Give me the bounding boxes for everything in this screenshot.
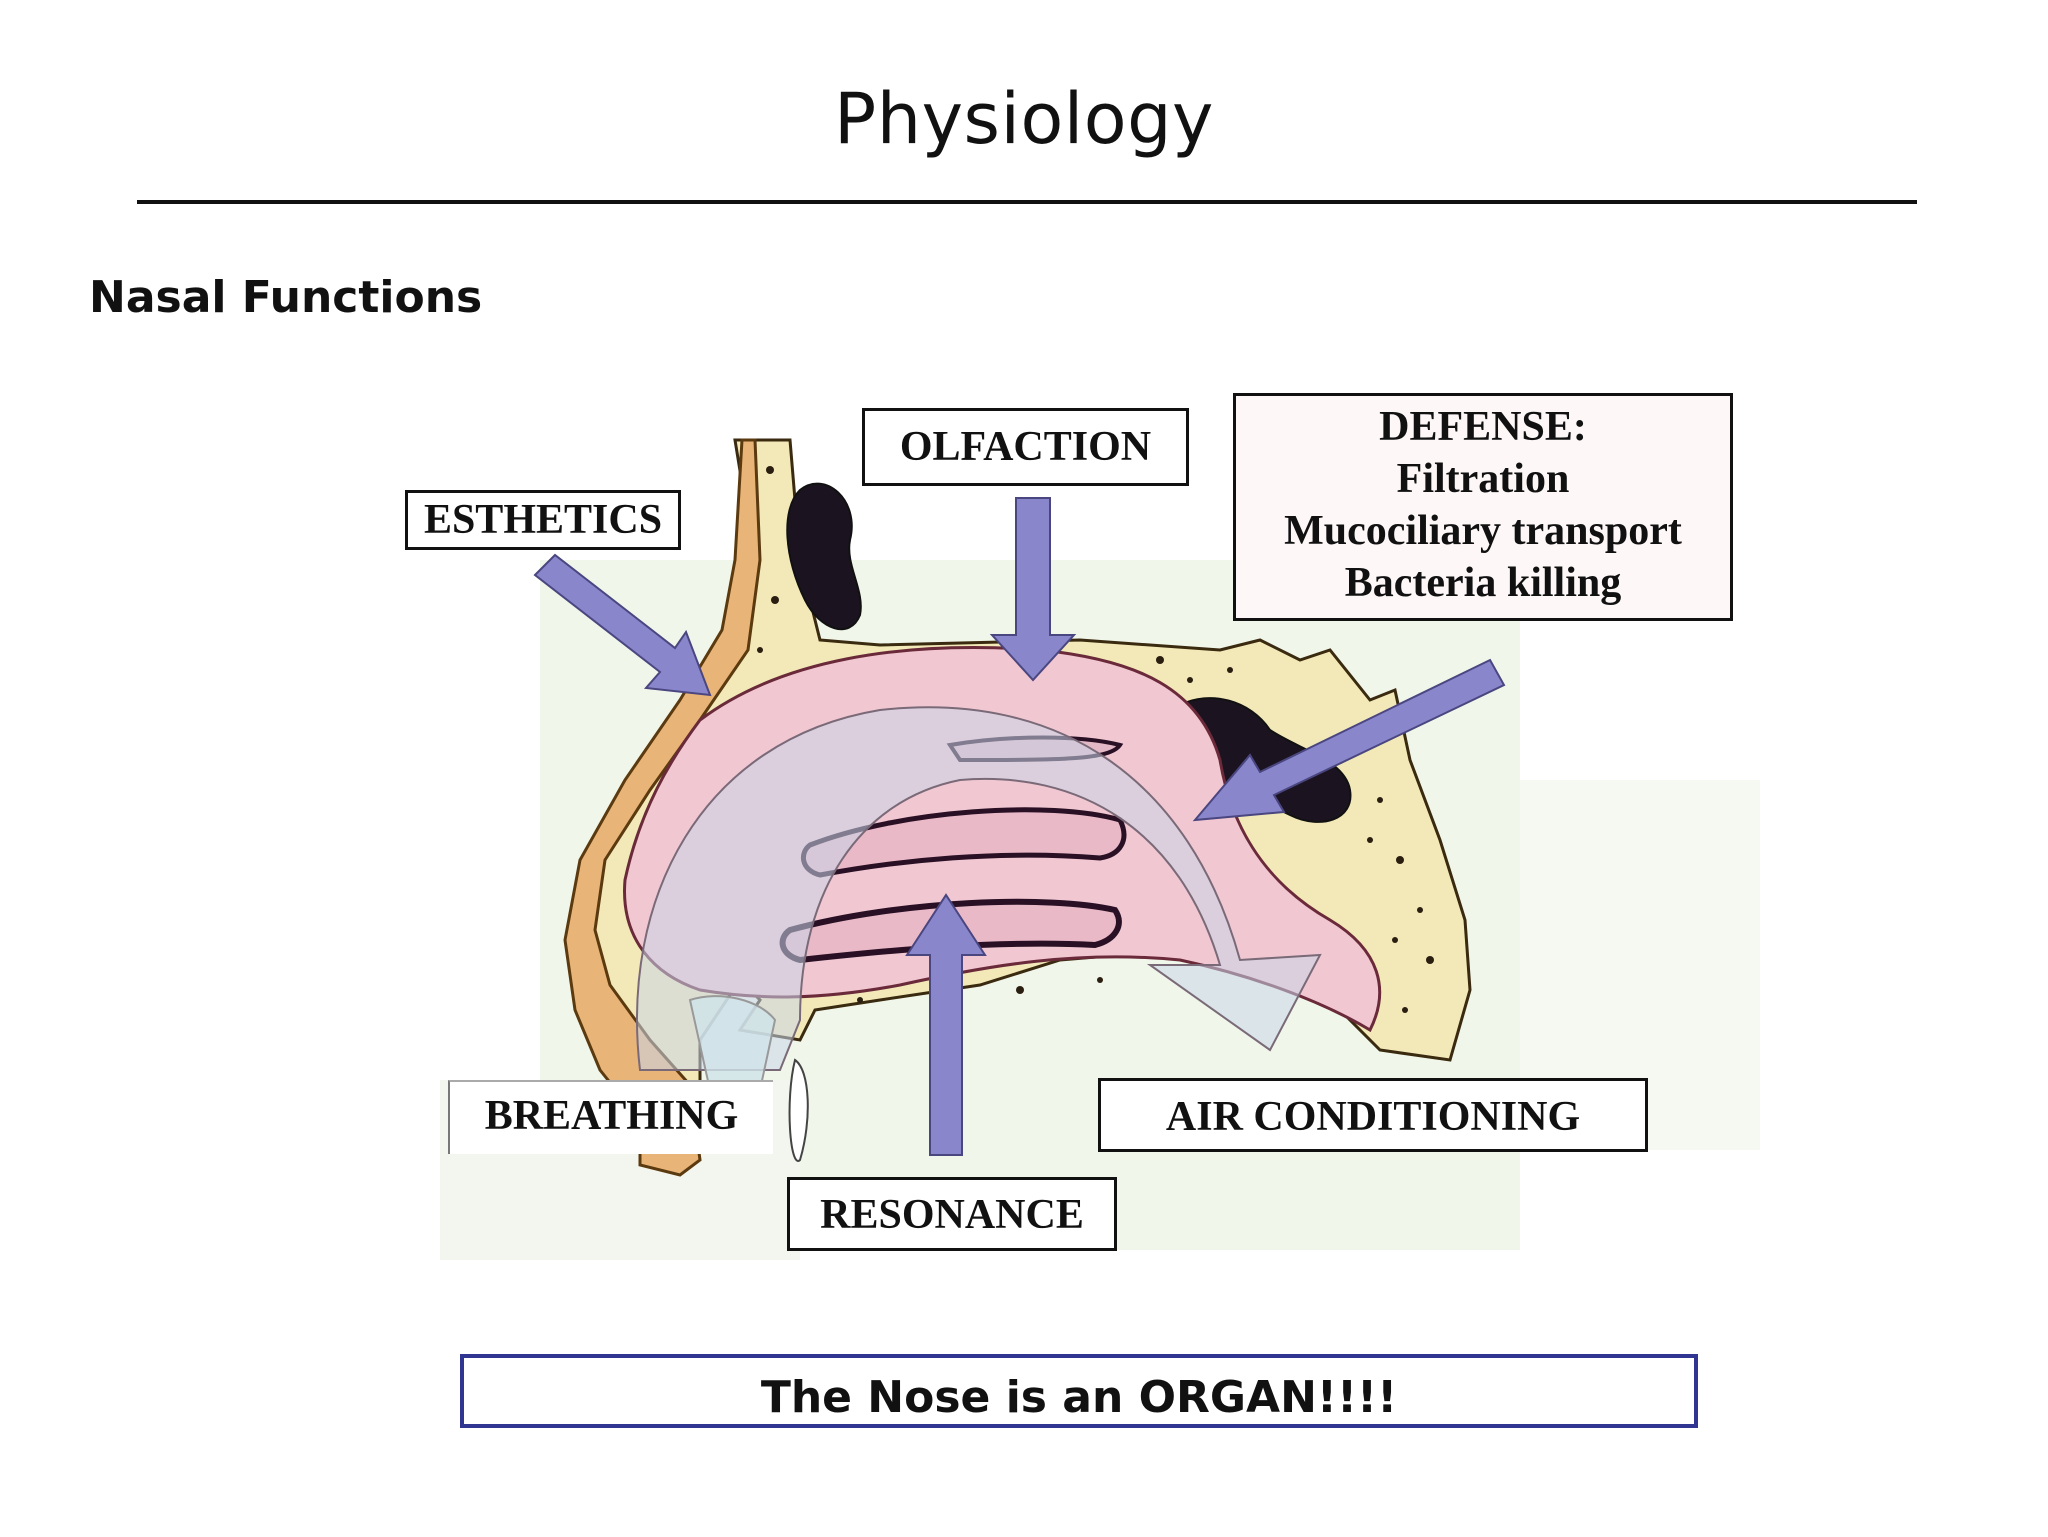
frontal-sinus xyxy=(786,482,862,631)
label-defense: DEFENSE: Filtration Mucociliary transpor… xyxy=(1233,393,1733,621)
upper-lip-hair xyxy=(788,1058,809,1162)
defense-heading: DEFENSE: xyxy=(1379,404,1587,450)
label-olfaction: OLFACTION xyxy=(862,408,1189,486)
title-divider xyxy=(137,200,1917,204)
esthetics-arrow xyxy=(533,553,712,697)
function-arrows xyxy=(533,497,1506,1156)
resonance-arrow xyxy=(905,893,987,1156)
nostril xyxy=(688,995,777,1091)
section-heading: Nasal Functions xyxy=(89,272,483,323)
label-esthetics: ESTHETICS xyxy=(405,490,681,550)
label-breathing: BREATHING xyxy=(448,1080,773,1154)
slide-title: Physiology xyxy=(834,78,1214,160)
airflow-arc xyxy=(636,706,1322,1071)
defense-item-filtration: Filtration xyxy=(1396,456,1570,502)
olfaction-arrow xyxy=(989,497,1077,682)
label-air-conditioning: AIR CONDITIONING xyxy=(1098,1078,1648,1152)
defense-arrow xyxy=(1192,658,1506,822)
nasal-cartilage xyxy=(563,438,762,1177)
label-resonance: RESONANCE xyxy=(787,1177,1117,1251)
defense-item-mucociliary: Mucociliary transport xyxy=(1284,508,1682,554)
defense-item-bacteria: Bacteria killing xyxy=(1344,560,1622,606)
callout-box: The Nose is an ORGAN!!!! xyxy=(460,1354,1698,1428)
